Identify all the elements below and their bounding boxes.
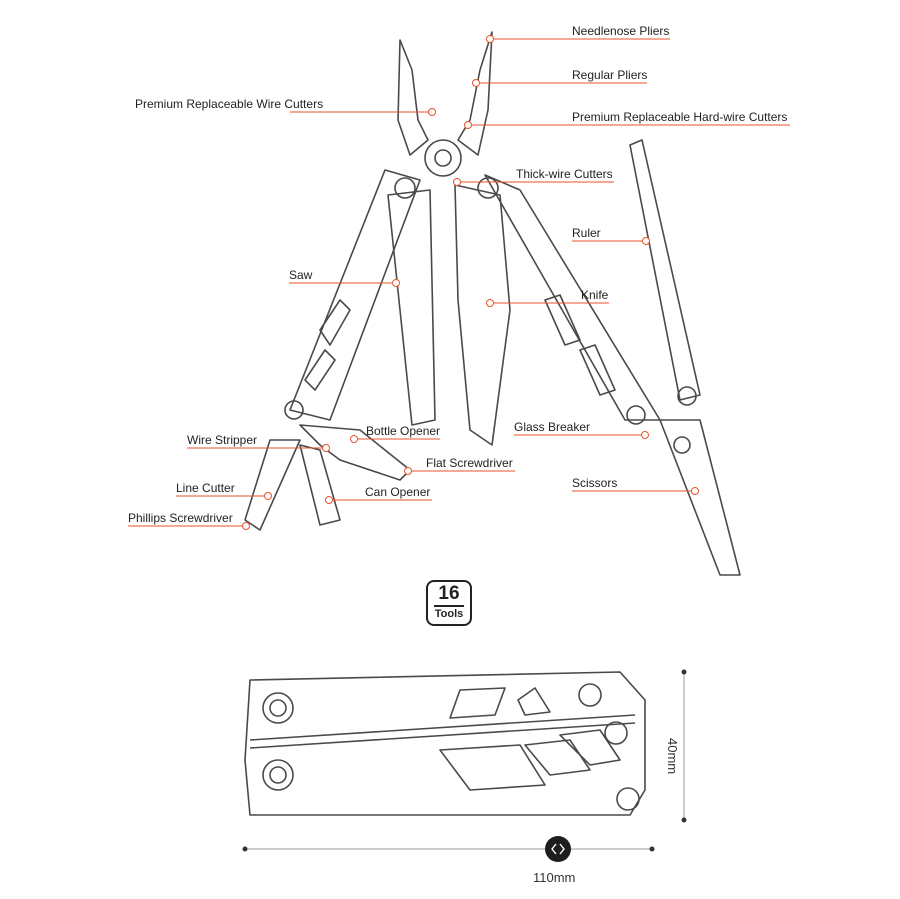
folded-tool (244, 671, 646, 816)
label-hardwire-cutters: Premium Replaceable Hard-wire Cutters (572, 110, 788, 124)
label-knife: Knife (581, 288, 609, 302)
scissors (659, 419, 741, 576)
phillips-screwdriver (244, 439, 301, 531)
label-wire-cutters: Premium Replaceable Wire Cutters (135, 97, 324, 111)
label-ruler: Ruler (572, 226, 601, 240)
pivot (424, 139, 462, 177)
label-saw: Saw (289, 268, 313, 282)
handle-right (484, 174, 661, 421)
pliers-jaw-right (457, 31, 493, 156)
label-wire-stripper: Wire Stripper (187, 433, 258, 447)
width-dimension: 110mm (533, 870, 576, 885)
tool-count-unit: Tools (434, 607, 464, 620)
label-scissors: Scissors (572, 476, 618, 490)
label-flat-screwdriver: Flat Screwdriver (426, 456, 513, 470)
label-line-cutter: Line Cutter (176, 481, 235, 495)
tool-count-badge: 16 Tools (426, 580, 472, 626)
code-brackets-icon (545, 836, 571, 862)
label-can-opener: Can Opener (365, 485, 431, 499)
height-dimension: 40mm (665, 738, 680, 775)
knife-blade (454, 184, 511, 446)
badge-divider (434, 605, 464, 607)
bottle-opener (299, 424, 411, 481)
can-opener (299, 444, 341, 526)
tool-count: 16 (438, 583, 460, 604)
pliers-jaw-left (397, 39, 429, 156)
label-needlenose-pliers: Needlenose Pliers (572, 24, 670, 38)
handle-left (289, 169, 421, 421)
saw-blade (387, 189, 436, 426)
label-regular-pliers: Regular Pliers (572, 68, 648, 82)
ruler (629, 139, 701, 401)
label-glass-breaker: Glass Breaker (514, 420, 591, 434)
label-thick-wire-cutters: Thick-wire Cutters (516, 167, 613, 181)
label-phillips-screwdriver: Phillips Screwdriver (128, 511, 233, 525)
label-bottle-opener: Bottle Opener (366, 424, 441, 438)
